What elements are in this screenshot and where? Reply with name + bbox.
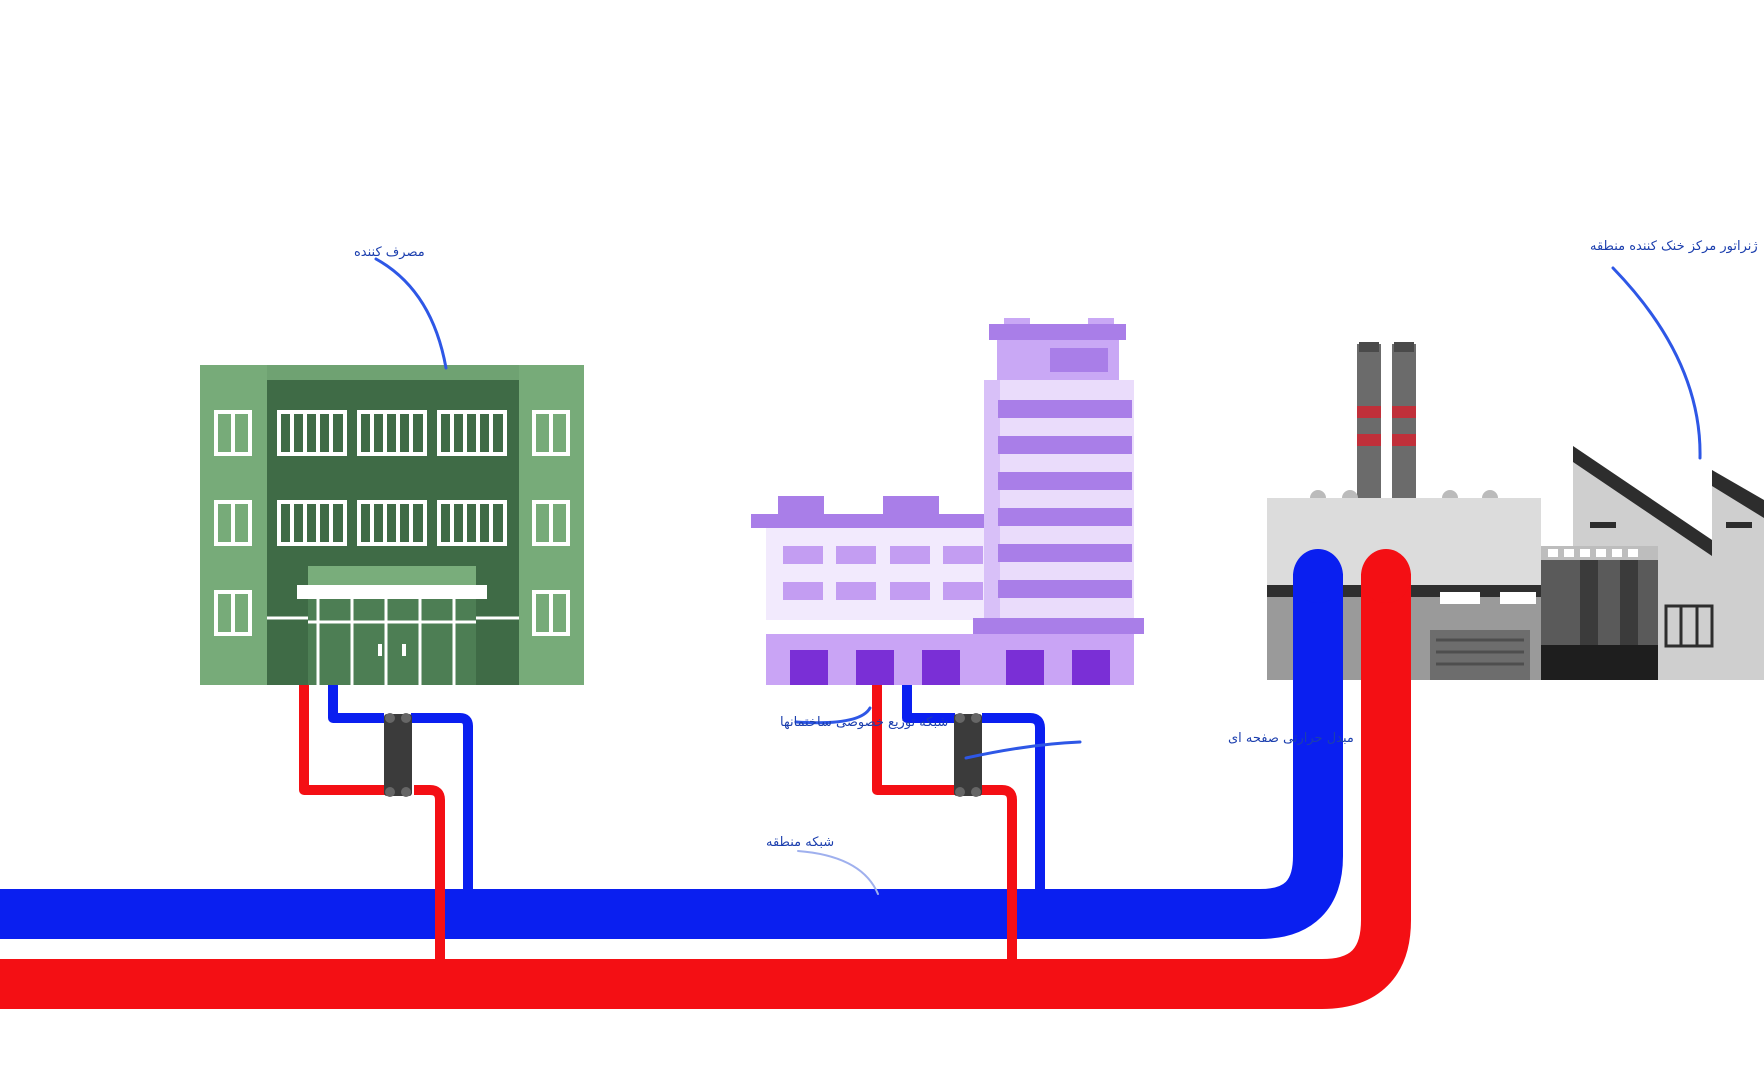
heat-exchanger-middle-icon (954, 713, 982, 797)
label-consumer: مصرف کننده (354, 245, 425, 260)
label-generator: ژنراتور مرکز خنک کننده منطقه (1590, 239, 1758, 254)
callout-line-private-network (794, 706, 872, 725)
consumer-building-icon (200, 365, 584, 685)
district-return-pipe (0, 549, 1343, 939)
label-private-network: شبکه توزیع خصوصی ساختمانها (780, 715, 948, 730)
label-heat-exchanger: مبدل حرارتی صفحه ای (1228, 731, 1354, 746)
heat-exchanger-left-icon (384, 713, 412, 797)
purple-building-icon (751, 318, 1144, 685)
callout-line-consumer (374, 257, 448, 370)
district-supply-pipe (0, 549, 1411, 1009)
callout-line-generator (1611, 266, 1702, 460)
branch-pipes-left (299, 685, 473, 960)
label-district-network: شبکه منطقه (766, 835, 834, 850)
callout-lines (374, 257, 1702, 895)
callout-line-district-network (797, 850, 879, 895)
callout-line-heat-exchanger (964, 740, 1082, 760)
branch-pipes-middle (872, 685, 1045, 960)
